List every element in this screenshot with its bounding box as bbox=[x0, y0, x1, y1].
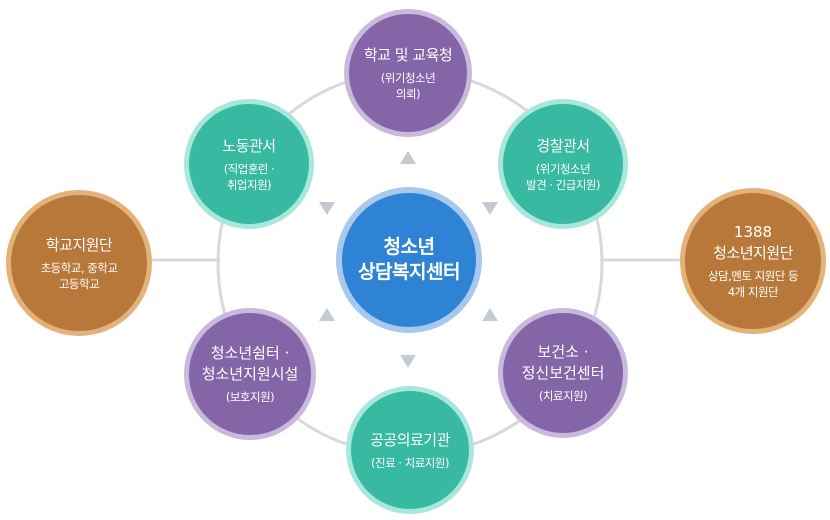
arrow-upper-right bbox=[482, 202, 498, 215]
node-health-title-line2: 정신보건센터 bbox=[521, 364, 605, 382]
center-node: 청소년 상담복지센터 bbox=[336, 187, 482, 333]
node-labor-sub-line1: (직업훈련 · bbox=[223, 161, 275, 176]
node-youth1388-sub: 상담,멘토 지원단 등 4개 지원단 bbox=[707, 268, 799, 300]
node-school-office: 학교 및 교육청 (위기청소년 의뢰) bbox=[344, 9, 472, 137]
node-labor-sub: (직업훈련 · 취업지원) bbox=[224, 161, 275, 193]
arrow-lower-right bbox=[482, 308, 498, 321]
node-school-support-sub-line1: 초등학교, 중학교 bbox=[40, 260, 118, 275]
node-medical-sub: (진료 · 치료지원) bbox=[371, 455, 449, 470]
node-police-title: 경찰관서 bbox=[536, 136, 590, 155]
node-youth1388-title-line1: 1388 bbox=[733, 223, 773, 241]
node-police-sub-line1: (위기청소년 bbox=[535, 161, 591, 176]
node-health-sub: (치료지원) bbox=[538, 389, 588, 403]
node-school-support: 학교지원단 초등학교, 중학교 고등학교 bbox=[6, 190, 152, 336]
node-school-support-title: 학교지원단 bbox=[45, 235, 113, 254]
node-school-office-sub-line2: 의뢰) bbox=[395, 86, 421, 101]
node-shelter: 청소년쉼터 · 청소년지원시설 (보호지원) bbox=[184, 308, 316, 440]
node-police-sub: (위기청소년 발견 · 긴급지원) bbox=[526, 161, 600, 193]
node-shelter-title-line1: 청소년쉼터 · bbox=[210, 344, 290, 362]
node-school-office-sub-line1: (위기청소년 bbox=[380, 70, 436, 85]
node-school-office-sub: (위기청소년 의뢰) bbox=[380, 70, 436, 102]
node-youth1388: 1388 청소년지원단 상담,멘토 지원단 등 4개 지원단 bbox=[680, 188, 826, 334]
node-health-title-line1: 보건소 · bbox=[537, 343, 589, 361]
node-medical-title: 공공의료기관 bbox=[370, 430, 450, 449]
node-youth1388-title-line2: 청소년지원단 bbox=[713, 244, 793, 262]
center-title-line2: 상담복지센터 bbox=[358, 261, 460, 283]
node-shelter-title-line2: 청소년지원시설 bbox=[201, 365, 299, 383]
node-medical: 공공의료기관 (진료 · 치료지원) bbox=[346, 386, 474, 514]
center-title-line1: 청소년 bbox=[383, 236, 435, 258]
node-school-office-title: 학교 및 교육청 bbox=[363, 45, 453, 64]
arrow-up bbox=[400, 151, 416, 164]
node-school-support-sub: 초등학교, 중학교 고등학교 bbox=[41, 260, 118, 292]
node-labor-sub-line2: 취업지원) bbox=[226, 177, 272, 192]
node-youth1388-sub-line1: 상담,멘토 지원단 등 bbox=[707, 269, 799, 283]
node-police-sub-line2: 발견 · 긴급지원) bbox=[526, 177, 600, 192]
node-police: 경찰관서 (위기청소년 발견 · 긴급지원) bbox=[498, 99, 628, 229]
node-youth1388-sub-line2: 4개 지원단 bbox=[727, 285, 779, 299]
node-shelter-sub: (보호지원) bbox=[225, 390, 275, 404]
node-labor: 노동관서 (직업훈련 · 취업지원) bbox=[184, 99, 314, 229]
node-health: 보건소 · 정신보건센터 (치료지원) bbox=[498, 308, 628, 438]
arrow-upper-left bbox=[319, 202, 335, 215]
arrow-lower-left bbox=[319, 308, 335, 321]
arrow-down bbox=[400, 355, 416, 368]
node-labor-title: 노동관서 bbox=[222, 136, 276, 155]
node-school-support-sub-line2: 고등학교 bbox=[58, 276, 100, 291]
